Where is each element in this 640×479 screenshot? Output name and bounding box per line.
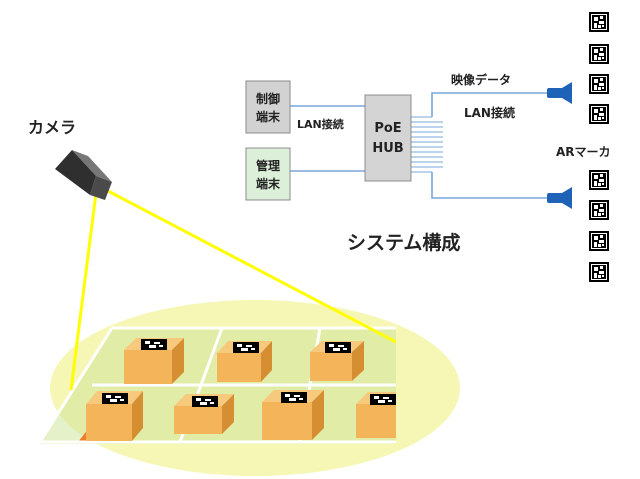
ar-marker-icon bbox=[589, 74, 609, 94]
camera-view-lines bbox=[69, 189, 397, 391]
ar-marker-label: ARマーカ bbox=[556, 145, 611, 159]
camera-label: カメラ bbox=[28, 118, 76, 137]
management-terminal-label-line2: 端末 bbox=[256, 176, 281, 191]
control-terminal: 制御 端末 bbox=[245, 80, 291, 134]
cargo-box bbox=[86, 391, 143, 441]
camera: カメラ bbox=[28, 118, 112, 200]
cargo-box bbox=[262, 390, 324, 440]
cargo-box bbox=[124, 338, 184, 384]
control-terminal-label-line2: 端末 bbox=[256, 109, 281, 124]
poe-hub-label-line1: PoE bbox=[374, 121, 401, 136]
poe-hub-label-line2: HUB bbox=[372, 141, 403, 156]
cargo-box bbox=[310, 341, 364, 381]
control-terminal-label-line1: 制御 bbox=[256, 91, 280, 106]
ar-marker-icon bbox=[589, 104, 609, 124]
inspection-floor bbox=[38, 300, 460, 476]
diagram-title: システム構成 bbox=[347, 231, 460, 254]
ar-marker-icon bbox=[589, 44, 609, 64]
management-terminal: 管理 端末 bbox=[245, 147, 291, 201]
ar-marker-icon bbox=[589, 12, 609, 32]
hub-output-cables bbox=[411, 92, 547, 199]
ar-marker-icon bbox=[589, 200, 609, 220]
terminal-cables bbox=[289, 105, 365, 172]
management-terminal-label-line1: 管理 bbox=[256, 158, 280, 173]
ip-camera-icon bbox=[547, 187, 572, 209]
cargo-box bbox=[174, 394, 234, 434]
ar-marker-icon bbox=[589, 262, 609, 282]
ar-marker-icon bbox=[589, 170, 609, 190]
cargo-box bbox=[356, 392, 396, 438]
ip-camera-icon bbox=[547, 82, 572, 104]
security-camera-icon bbox=[55, 150, 112, 200]
cargo-box bbox=[217, 341, 272, 382]
video-data-label: 映像データ bbox=[451, 72, 511, 87]
ar-marker-icon bbox=[589, 231, 609, 251]
lan-connection-label-left: LAN接続 bbox=[297, 117, 344, 131]
lan-connection-label-right: LAN接続 bbox=[464, 105, 515, 120]
poe-hub: PoE HUB bbox=[364, 94, 412, 182]
